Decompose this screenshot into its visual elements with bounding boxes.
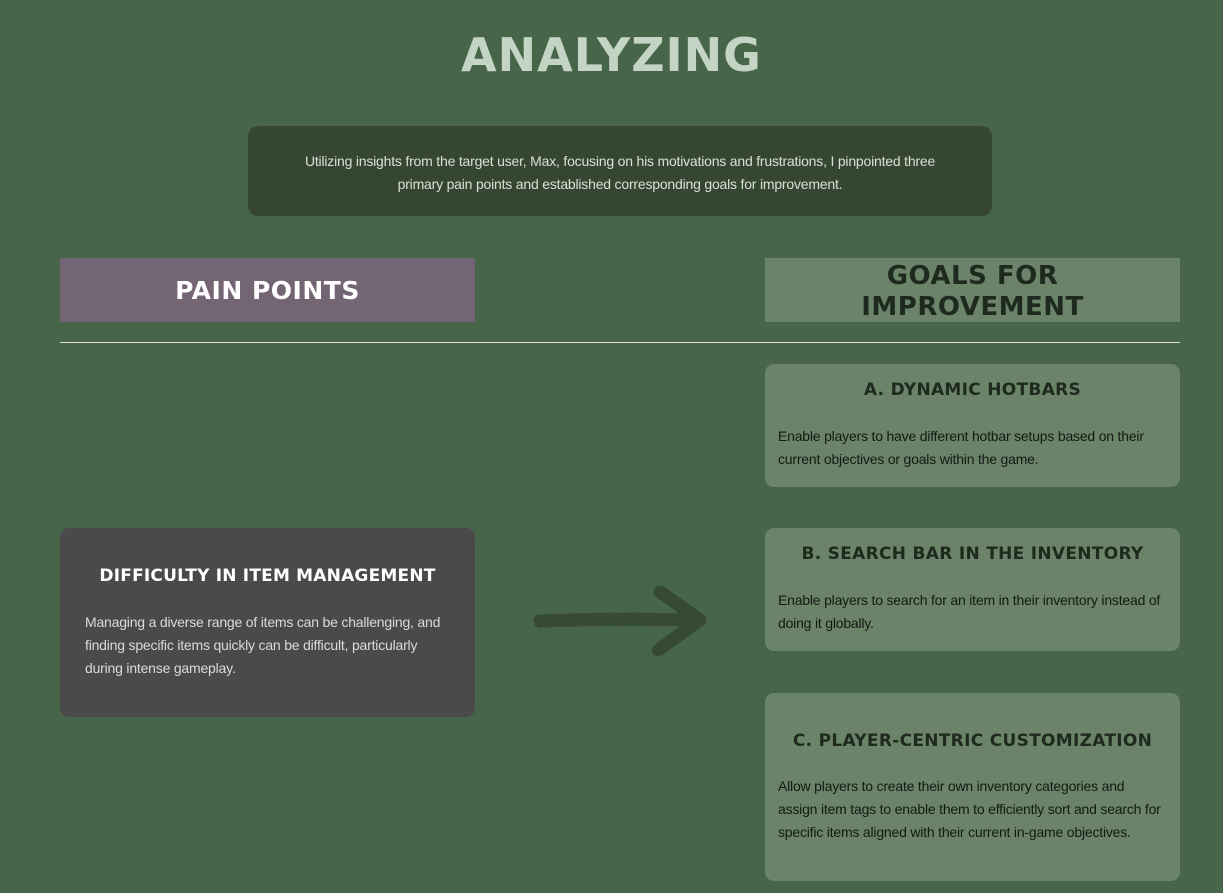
right-arrow-icon xyxy=(533,585,707,657)
pain-point-title: DIFFICULTY IN ITEM MANAGEMENT xyxy=(99,566,436,586)
intro-text: Utilizing insights from the target user,… xyxy=(304,153,936,192)
pain-point-description: Managing a diverse range of items can be… xyxy=(85,614,441,676)
goal-title: B. SEARCH BAR IN THE INVENTORY xyxy=(801,544,1144,564)
intro-box: Utilizing insights from the target user,… xyxy=(248,126,992,216)
goal-description: Enable players to have different hotbar … xyxy=(778,428,1144,467)
pain-points-header-label: PAIN POINTS xyxy=(175,275,360,305)
goal-title: C. PLAYER-CENTRIC CUSTOMIZATION xyxy=(792,731,1153,751)
goal-card-player-customization: C. PLAYER-CENTRIC CUSTOMIZATION Allow pl… xyxy=(765,693,1180,881)
pain-point-card: DIFFICULTY IN ITEM MANAGEMENT Managing a… xyxy=(60,528,475,717)
goals-header: GOALS FOR IMPROVEMENT xyxy=(765,258,1180,322)
goal-description: Allow players to create their own invent… xyxy=(778,778,1161,840)
goal-title: A. DYNAMIC HOTBARS xyxy=(863,380,1082,400)
goal-card-dynamic-hotbars: A. DYNAMIC HOTBARS Enable players to hav… xyxy=(765,364,1180,487)
section-divider xyxy=(60,342,1180,343)
goal-description: Enable players to search for an item in … xyxy=(778,592,1161,631)
goals-header-label: GOALS FOR IMPROVEMENT xyxy=(861,261,1084,322)
goal-card-search-bar: B. SEARCH BAR IN THE INVENTORY Enable pl… xyxy=(765,528,1180,651)
pain-points-header: PAIN POINTS xyxy=(60,258,475,322)
page-title: ANALYZING xyxy=(461,28,762,82)
